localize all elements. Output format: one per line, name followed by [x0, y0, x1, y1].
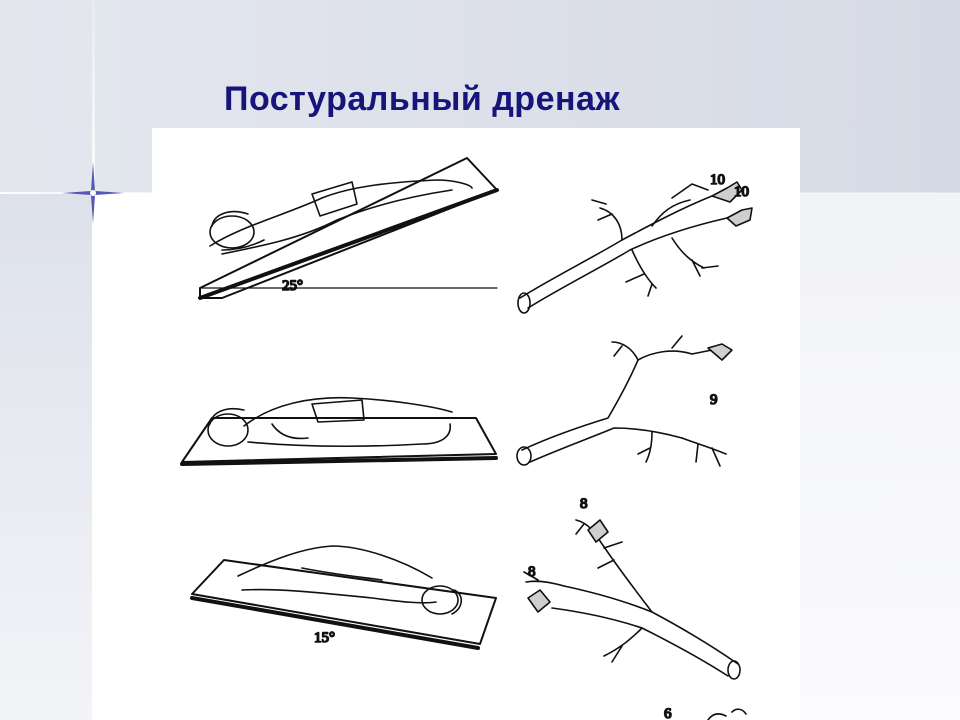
incline-angle-label: 15°	[314, 630, 335, 646]
incline-angle-label: 25°	[282, 278, 303, 294]
slide-title: Постуральный дренаж	[224, 80, 621, 118]
postural-drainage-figure: 25° 10 10	[152, 128, 800, 720]
row-1-bronchial-tree: 10 10	[517, 171, 753, 314]
row-2-patient-lateral	[180, 396, 498, 466]
segment-marker: 9	[710, 392, 718, 408]
segment-marker: 10	[710, 172, 725, 188]
segment-marker: 6	[664, 706, 672, 720]
segment-marker: 8	[528, 564, 536, 580]
segment-marker: 10	[734, 184, 749, 200]
decorative-vertical-line	[92, 0, 95, 720]
background-left-band	[0, 193, 92, 720]
background-right-band	[800, 193, 960, 720]
row-3-patient-supine: 15°	[190, 545, 497, 650]
row-4-bronchial-tree-partial: 6	[663, 705, 747, 720]
row-2-bronchial-tree: 9	[516, 335, 733, 467]
row-3-bronchial-tree: 8 8	[523, 495, 741, 680]
sparkle-icon	[62, 162, 124, 224]
segment-marker: 8	[580, 496, 588, 512]
row-1-patient-prone: 25°	[198, 157, 499, 300]
